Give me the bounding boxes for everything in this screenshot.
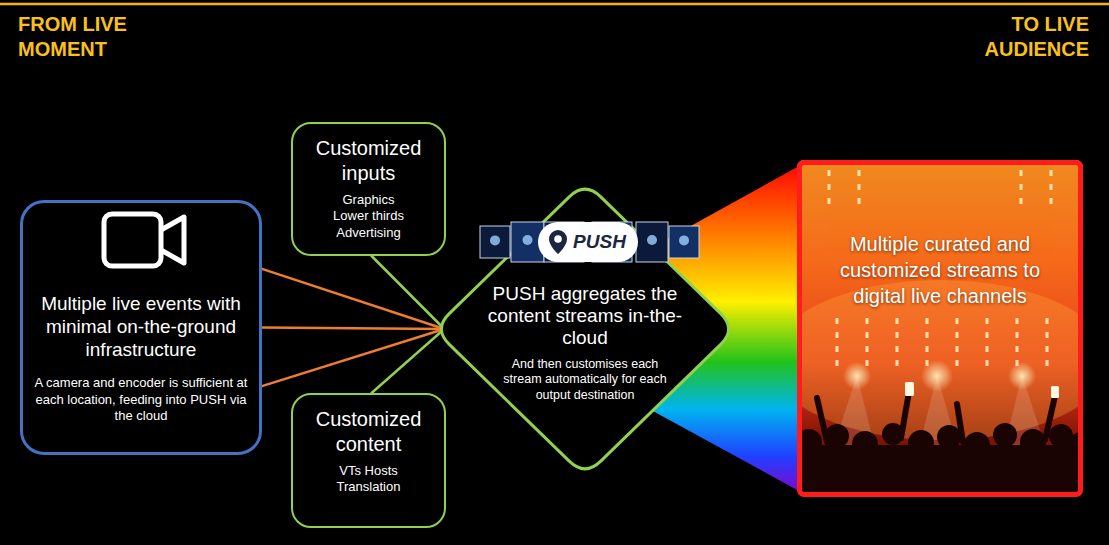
concert-photo-part-part-part xyxy=(937,425,961,449)
concert-photo-part-part xyxy=(797,423,1083,497)
camera-icon-part xyxy=(104,214,161,266)
concert-photo-part-part-part xyxy=(993,423,1017,447)
concert-photo xyxy=(797,160,1083,497)
timeline-heading: FROM LIVE MOMENT xyxy=(18,12,148,62)
concert-photo-part-part-part xyxy=(956,318,959,372)
concert-photo-part-part xyxy=(1008,362,1036,390)
logo-pin-body xyxy=(549,230,567,254)
concert-photo-part-part-part xyxy=(866,318,869,372)
thumbnail-light xyxy=(647,235,657,245)
diamond-shape xyxy=(441,189,728,469)
node-body: Graphics Lower thirds Advertising xyxy=(326,192,411,241)
content-box: Customized contentVTs Hosts Translation xyxy=(291,393,446,528)
event-box: Multiple live events with minimal on-the… xyxy=(20,200,262,455)
stream-thumbnails xyxy=(480,222,699,262)
feed-line xyxy=(262,329,444,386)
concert-photo-part-part-part xyxy=(836,318,839,372)
concert-photo-part-part-part xyxy=(908,430,934,456)
logo-text: PUSH xyxy=(573,231,626,253)
concert-photo-part-part-part xyxy=(828,170,831,212)
feed-line xyxy=(372,329,445,393)
camera-icon-part xyxy=(161,217,184,263)
camera-icon xyxy=(95,206,195,276)
concert-photo-part-part-part xyxy=(1020,429,1046,455)
concert-photo-part-part-part xyxy=(852,431,878,457)
concert-photo-part xyxy=(797,160,1083,497)
feed-line xyxy=(372,256,445,329)
timeline-rule xyxy=(0,3,1109,6)
concert-photo-part-part-part xyxy=(858,170,861,212)
concert-photo-part-part-part xyxy=(1045,396,1055,440)
timeline-heading: TO LIVE AUDIENCE xyxy=(959,12,1089,62)
push-logo: PUSH xyxy=(538,222,638,262)
concert-photo-part-part-part xyxy=(1020,170,1023,212)
concert-photo-part-part xyxy=(817,392,1055,442)
node-body: VTs Hosts Translation xyxy=(337,463,401,496)
output-box: Multiple curated and customized streams … xyxy=(797,160,1083,497)
stream-thumbnail xyxy=(636,222,668,262)
thumbnail-light xyxy=(490,235,500,245)
node-heading: Multiple live events with minimal on-the… xyxy=(28,293,254,361)
stream-thumbnail xyxy=(669,226,699,258)
concert-photo-part-part-part xyxy=(1050,170,1053,212)
concert-photo-part-part xyxy=(921,360,953,392)
thumbnail-light xyxy=(523,235,533,245)
concert-photo-part-part-part xyxy=(964,432,990,458)
concert-photo-part-part xyxy=(905,382,914,396)
node-heading: Multiple curated and customized streams … xyxy=(820,231,1060,309)
concert-photo-part-part xyxy=(843,362,871,390)
concert-photo-part-part xyxy=(1051,386,1059,398)
concert-photo-part-part-part xyxy=(901,392,909,438)
concert-photo-part-part-part xyxy=(957,404,963,442)
node-body: And then customises each stream automati… xyxy=(499,357,671,404)
node-heading: Customized content xyxy=(304,407,434,457)
thumbnail-light xyxy=(679,235,689,245)
concert-photo-part-part-part xyxy=(817,398,827,442)
feed-line xyxy=(262,269,444,329)
concert-photo-part-part-part xyxy=(986,318,989,372)
node-heading: PUSH aggregates the content streams in-t… xyxy=(480,283,690,349)
stream-thumbnail xyxy=(480,226,510,258)
concert-photo-part-part-part xyxy=(1046,318,1049,372)
input-box: Customized inputsGraphics Lower thirds A… xyxy=(291,122,446,256)
node-heading: Customized inputs xyxy=(304,136,434,186)
logo-pin xyxy=(548,229,568,255)
concert-photo-part-part-part xyxy=(896,318,899,372)
feed-line xyxy=(262,328,444,330)
node-body: A camera and encoder is sufficient at ea… xyxy=(34,375,248,424)
logo-pin-hole xyxy=(554,235,562,243)
